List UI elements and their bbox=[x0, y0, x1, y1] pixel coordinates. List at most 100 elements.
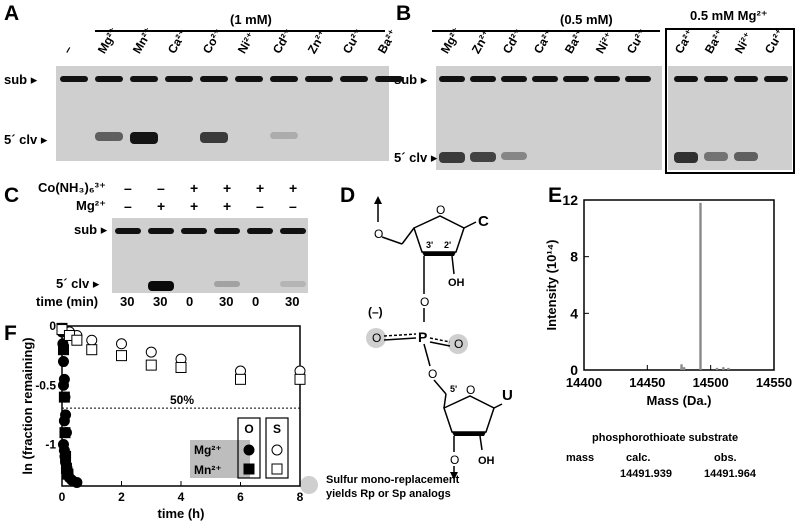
panel-b-box-title: 0.5 mM Mg²⁺ bbox=[690, 8, 768, 23]
panel-a-bar bbox=[95, 30, 385, 32]
c-clv-band bbox=[280, 281, 306, 287]
b-box-sub-band bbox=[764, 76, 788, 82]
d-o-bridge: O bbox=[420, 295, 429, 309]
f-legend-marker bbox=[243, 463, 255, 475]
e-header-calc: calc. bbox=[626, 452, 651, 464]
panel-label-a: A bbox=[4, 2, 20, 25]
f-point-open-square bbox=[235, 373, 246, 385]
e-peak bbox=[699, 202, 702, 370]
d-neg: (–) bbox=[368, 305, 383, 319]
c-row1-sign: + bbox=[289, 180, 298, 196]
c-row2-sign: + bbox=[223, 198, 232, 214]
f-point-filled-circle bbox=[57, 379, 69, 391]
f-point-open-square bbox=[56, 324, 68, 336]
b-sub-band bbox=[625, 76, 651, 82]
a-clv-band bbox=[270, 132, 298, 139]
f-legend-col-o bbox=[237, 417, 261, 479]
e-peak bbox=[682, 367, 686, 370]
c-sub-band bbox=[247, 228, 273, 234]
e-ytick-label: 4 bbox=[570, 305, 578, 321]
panel-label-f: F bbox=[4, 322, 17, 345]
f-xtick-label: 8 bbox=[297, 490, 304, 504]
e-peak bbox=[680, 364, 683, 370]
f-point-open-square bbox=[86, 344, 98, 356]
c-row1-sign: + bbox=[256, 180, 265, 196]
panel-b-sub-label: sub ▸ bbox=[394, 72, 428, 87]
a-lane-label: Ni²⁺ bbox=[234, 29, 259, 56]
c-sub-band bbox=[181, 228, 207, 234]
f-point-open-circle bbox=[86, 334, 98, 346]
c-clv-band bbox=[214, 281, 240, 287]
e-peak bbox=[722, 367, 725, 370]
c-sub-band bbox=[115, 228, 141, 234]
c-row1-sign: – bbox=[124, 180, 132, 196]
f-ytick-label: -1 bbox=[45, 438, 56, 452]
b-sub-band bbox=[501, 76, 527, 82]
c-time-value: 30 bbox=[219, 294, 234, 309]
e-xlabel: Mass (Da.) bbox=[646, 393, 711, 408]
c-time-value: 30 bbox=[285, 294, 300, 309]
panel-c-row2-label: Mg²⁺ bbox=[76, 198, 106, 213]
a-sub-band bbox=[270, 76, 298, 82]
d-o-bottom: O bbox=[450, 453, 459, 467]
f-point-filled-circle bbox=[58, 415, 70, 427]
panel-label-c: C bbox=[4, 184, 20, 207]
a-sub-band bbox=[340, 76, 368, 82]
f-point-open-square bbox=[294, 373, 306, 385]
panel-a-sub-label: sub ▸ bbox=[4, 72, 38, 87]
c-time-value: 30 bbox=[153, 294, 168, 309]
panel-c-sub-label: sub ▸ bbox=[74, 222, 108, 237]
panel-b-clv-label: 5´ clv ▸ bbox=[394, 150, 438, 165]
f-ylabel: ln (fraction remaining) bbox=[20, 337, 35, 474]
f-ytick-label: -0.5 bbox=[35, 378, 56, 392]
e-ytick-label: 0 bbox=[570, 362, 578, 378]
c-row2-sign: – bbox=[124, 198, 132, 214]
panel-c-gel bbox=[112, 218, 308, 293]
b-box-sub-band bbox=[704, 76, 728, 82]
c-row2-sign: – bbox=[256, 198, 264, 214]
panel-b-box bbox=[665, 28, 795, 174]
e-value-calc: 14491.939 bbox=[620, 468, 672, 480]
e-ytick-label: 12 bbox=[562, 192, 578, 208]
panel-b-conc: (0.5 mM) bbox=[560, 12, 613, 27]
c-time-value: 0 bbox=[252, 294, 260, 309]
panel-d-structure: O O C 3' 2' OH O (–) O O P O 5' O U OH O bbox=[366, 196, 513, 480]
f-point-filled-square bbox=[57, 344, 69, 356]
f-point-open-square bbox=[71, 334, 83, 346]
e-peak bbox=[715, 367, 719, 370]
panel-b-bar bbox=[432, 30, 660, 32]
f-legend-marker bbox=[271, 463, 283, 475]
e-ylabel: Intensity (10¹⁴) bbox=[544, 240, 559, 331]
e-header-obs: obs. bbox=[714, 452, 737, 464]
d-oh1: OH bbox=[448, 277, 465, 289]
f-legend-o-header: O bbox=[244, 422, 253, 436]
d-base-c: C bbox=[478, 213, 489, 230]
e-value-obs: 14491.964 bbox=[704, 468, 756, 480]
f-point-open-circle bbox=[116, 338, 127, 350]
d-p: P bbox=[418, 329, 427, 345]
a-clv-band bbox=[130, 132, 158, 144]
f-legend-mn: Mn²⁺ bbox=[194, 463, 222, 477]
panel-a-conc: (1 mM) bbox=[230, 12, 272, 27]
a-sub-band bbox=[95, 76, 123, 82]
f-xtick-label: 6 bbox=[237, 490, 244, 504]
d-o-ring2: O bbox=[466, 383, 475, 397]
c-row1-sign: – bbox=[157, 180, 165, 196]
f-point-filled-square bbox=[59, 427, 71, 439]
c-clv-band bbox=[148, 281, 174, 291]
e-xtick-label: 14450 bbox=[629, 375, 665, 390]
f-legend-marker bbox=[271, 444, 283, 456]
f-xlabel: time (h) bbox=[158, 506, 205, 521]
d-o-right: O bbox=[454, 337, 463, 351]
f-point-open-square bbox=[145, 359, 157, 371]
e-plot-frame bbox=[583, 199, 775, 371]
f-point-filled-square bbox=[58, 391, 70, 403]
a-sub-band bbox=[60, 76, 88, 82]
a-sub-band bbox=[375, 76, 403, 82]
e-table-title: phosphorothioate substrate bbox=[592, 432, 739, 444]
e-ytick-label: 8 bbox=[570, 249, 578, 265]
f-legend-mg: Mg²⁺ bbox=[194, 443, 222, 457]
c-row1-sign: + bbox=[190, 180, 199, 196]
